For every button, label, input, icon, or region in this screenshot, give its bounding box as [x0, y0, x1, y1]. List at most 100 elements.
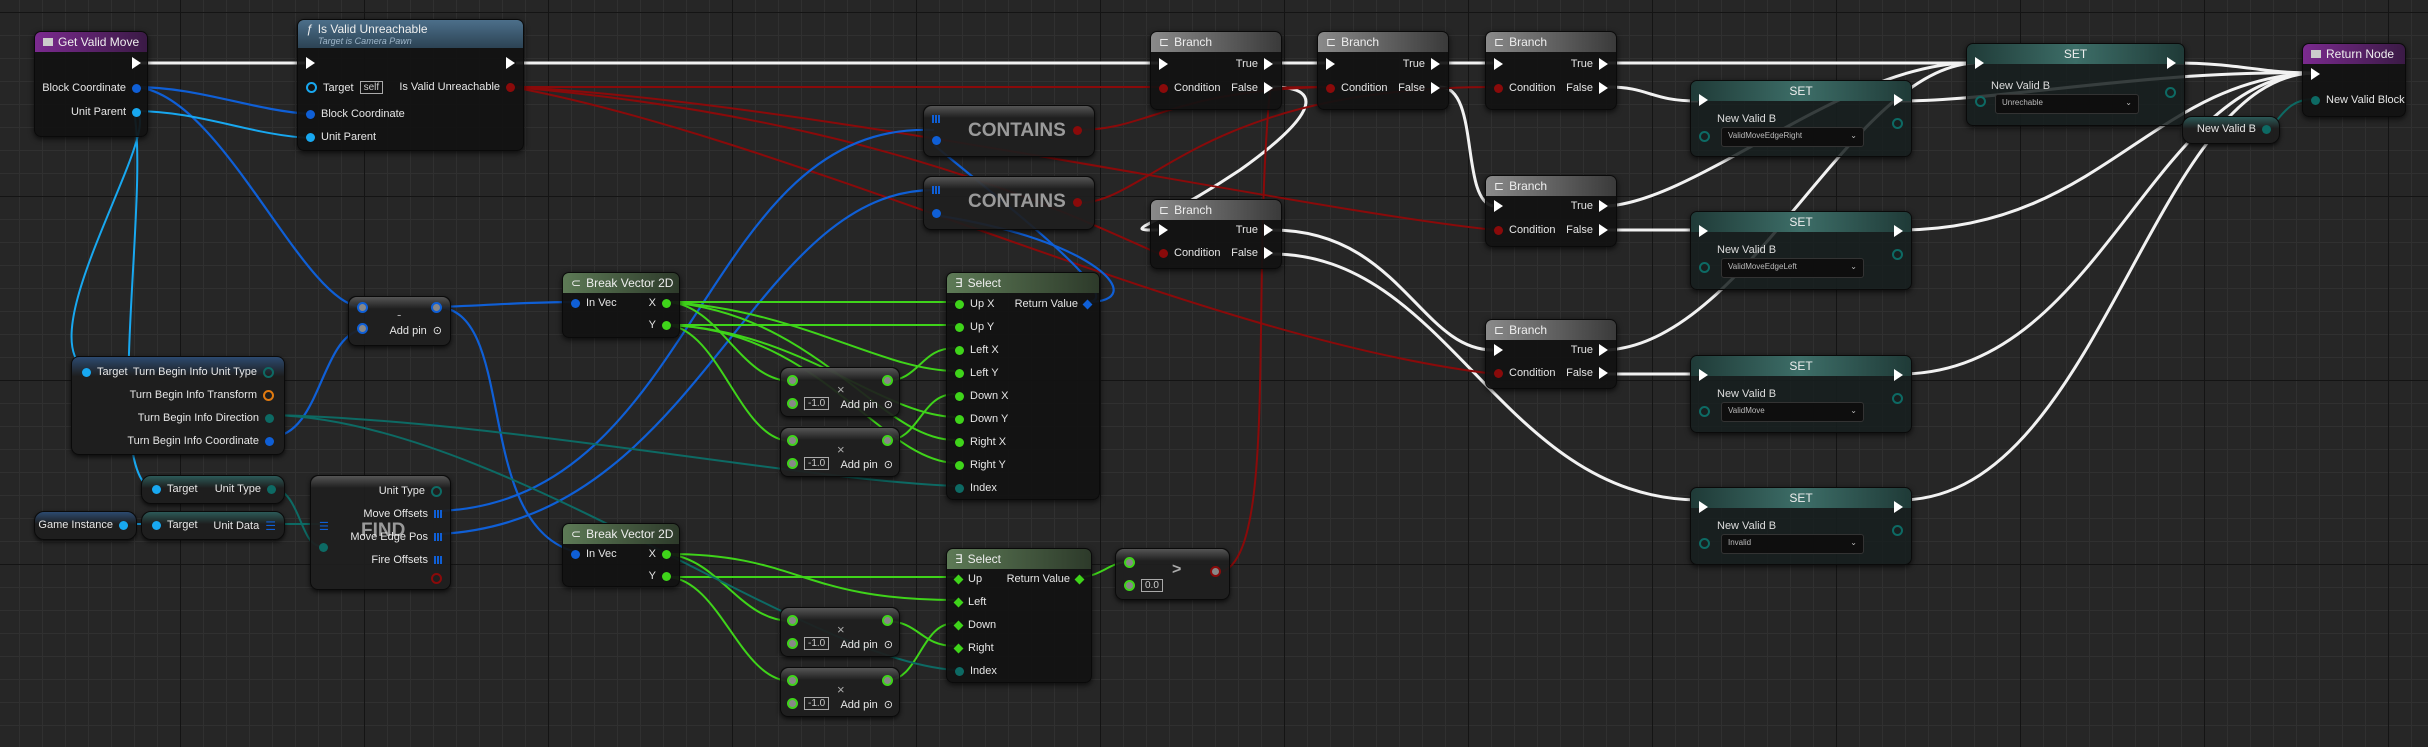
- set-input-pin[interactable]: [932, 115, 940, 123]
- result-output-pin[interactable]: [882, 615, 893, 626]
- exec-in-pin[interactable]: [1326, 58, 1335, 70]
- true-pin[interactable]: True: [1571, 344, 1608, 356]
- set-input-pin[interactable]: [932, 186, 940, 194]
- value-input-pin[interactable]: [1699, 131, 1710, 142]
- multiply-node[interactable]: -1.0 × Add pin⊙: [780, 367, 900, 417]
- exec-out-pin[interactable]: [1894, 501, 1903, 513]
- add-pin-button[interactable]: Add pin⊙: [840, 638, 893, 652]
- exec-out-pin[interactable]: [132, 57, 141, 69]
- multiply-node[interactable]: -1.0 × Add pin⊙: [780, 667, 900, 717]
- b-input-pin[interactable]: -1.0: [787, 457, 830, 470]
- b-input-pin[interactable]: -1.0: [787, 637, 830, 650]
- false-pin[interactable]: False: [1231, 82, 1273, 94]
- b-value-field[interactable]: -1.0: [804, 457, 830, 470]
- new-valid-b-getter-node[interactable]: New Valid B: [2182, 116, 2280, 144]
- b-value-field[interactable]: -1.0: [804, 637, 830, 650]
- a-input-pin[interactable]: [1124, 557, 1135, 568]
- transform-output-pin[interactable]: Turn Begin Info Transform: [130, 389, 274, 401]
- break-vector-2d-node[interactable]: ⊂Break Vector 2D In Vec X Y: [562, 523, 680, 587]
- key-input-pin[interactable]: [319, 543, 328, 552]
- exec-in-pin[interactable]: [1699, 94, 1708, 106]
- branch-node[interactable]: ⊏Branch Condition True False: [1485, 31, 1617, 110]
- b-value-field[interactable]: -1.0: [804, 397, 830, 410]
- move-offsets-output-pin[interactable]: Move Offsets: [363, 508, 442, 520]
- true-pin[interactable]: True: [1571, 200, 1608, 212]
- a-input-pin[interactable]: [357, 302, 368, 313]
- b-value-field[interactable]: 0.0: [1141, 579, 1163, 592]
- exec-in-pin[interactable]: [1975, 57, 1984, 69]
- false-pin[interactable]: False: [1566, 367, 1608, 379]
- branch-node[interactable]: ⊏Branch Condition True False: [1150, 199, 1282, 269]
- target-value-field[interactable]: self: [359, 81, 384, 94]
- branch-node[interactable]: ⊏Branch Condition True False: [1485, 319, 1617, 389]
- result-output-pin[interactable]: [1073, 198, 1082, 207]
- result-output-pin[interactable]: [1210, 566, 1221, 577]
- true-pin[interactable]: True: [1236, 224, 1273, 236]
- condition-pin[interactable]: Condition: [1494, 82, 1555, 94]
- x-output-pin[interactable]: X: [649, 548, 671, 560]
- exec-in-pin[interactable]: [1699, 369, 1708, 381]
- game-instance-node[interactable]: Game Instance: [34, 511, 137, 540]
- down-y-pin[interactable]: Down Y: [955, 413, 1008, 425]
- a-input-pin[interactable]: [787, 435, 798, 446]
- unit-type-output-pin[interactable]: Unit Type: [215, 483, 276, 495]
- a-input-pin[interactable]: [787, 615, 798, 626]
- exec-out-pin[interactable]: [1894, 225, 1903, 237]
- left-x-pin[interactable]: Left X: [955, 344, 999, 356]
- right-pin[interactable]: Right: [953, 642, 994, 654]
- value-input-pin[interactable]: [1699, 262, 1710, 273]
- value-dropdown[interactable]: ValidMoveEdgeLeft⌄: [1721, 258, 1864, 278]
- is-valid-unreachable-output-pin[interactable]: Is Valid Unreachable: [399, 81, 515, 93]
- target-pin[interactable]: Target: [152, 483, 198, 495]
- up-y-pin[interactable]: Up Y: [955, 321, 994, 333]
- false-pin[interactable]: False: [1398, 82, 1440, 94]
- in-vec-pin[interactable]: In Vec: [571, 548, 617, 560]
- multiply-node[interactable]: -1.0 × Add pin⊙: [780, 427, 900, 477]
- block-coordinate-input-pin[interactable]: Block Coordinate: [306, 108, 405, 120]
- block-coordinate-pin[interactable]: Block Coordinate: [42, 82, 141, 94]
- exec-out-pin[interactable]: [1894, 369, 1903, 381]
- unit-data-getter-node[interactable]: Target Unit Data☰: [141, 511, 285, 540]
- branch-node[interactable]: ⊏Branch Condition True False: [1485, 175, 1617, 247]
- condition-pin[interactable]: Condition: [1494, 224, 1555, 236]
- value-output-pin[interactable]: [1892, 525, 1903, 536]
- a-input-pin[interactable]: [787, 675, 798, 686]
- multiply-node[interactable]: -1.0 × Add pin⊙: [780, 607, 900, 657]
- add-pin-button[interactable]: Add pin⊙: [840, 398, 893, 412]
- right-y-pin[interactable]: Right Y: [955, 459, 1006, 471]
- exec-in-pin[interactable]: [1699, 225, 1708, 237]
- set-variable-node[interactable]: SET New Valid B Invalid⌄: [1690, 487, 1912, 565]
- true-pin[interactable]: True: [1571, 58, 1608, 70]
- result-output-pin[interactable]: [431, 302, 442, 313]
- greater-than-node[interactable]: 0.0 >: [1115, 548, 1230, 600]
- b-input-pin[interactable]: [357, 323, 368, 334]
- b-input-pin[interactable]: -1.0: [787, 697, 830, 710]
- left-pin[interactable]: Left: [953, 596, 986, 608]
- branch-node[interactable]: ⊏Branch Condition True False: [1150, 31, 1282, 110]
- move-edge-pos-output-pin[interactable]: Move Edge Pos: [350, 531, 442, 543]
- condition-pin[interactable]: Condition: [1494, 367, 1555, 379]
- true-pin[interactable]: True: [1403, 58, 1440, 70]
- down-x-pin[interactable]: Down X: [955, 390, 1009, 402]
- exec-in-pin[interactable]: [1159, 58, 1168, 70]
- return-node[interactable]: Return Node New Valid Block: [2302, 43, 2406, 117]
- return-value-pin[interactable]: Return Value: [1007, 573, 1085, 585]
- value-input-pin[interactable]: [1699, 406, 1710, 417]
- function-entry-node[interactable]: Get Valid Move Block Coordinate Unit Par…: [34, 31, 148, 137]
- false-pin[interactable]: False: [1566, 224, 1608, 236]
- exec-in-pin[interactable]: [1494, 344, 1503, 356]
- contains-node[interactable]: CONTAINS: [923, 176, 1095, 230]
- down-pin[interactable]: Down: [953, 619, 996, 631]
- find-node[interactable]: FIND ☰ Unit Type Move Offsets Move Edge …: [310, 475, 451, 590]
- target-pin[interactable]: Target: [82, 366, 128, 378]
- found-output-pin[interactable]: [431, 573, 442, 584]
- set-variable-node[interactable]: SET New Valid B ValidMoveEdgeRight⌄: [1690, 80, 1912, 157]
- add-pin-button[interactable]: Add pin⊙: [840, 458, 893, 472]
- index-pin[interactable]: Index: [955, 482, 997, 494]
- condition-pin[interactable]: Condition: [1159, 247, 1220, 259]
- in-vec-pin[interactable]: In Vec: [571, 297, 617, 309]
- condition-pin[interactable]: Condition: [1326, 82, 1387, 94]
- return-value-pin[interactable]: Return Value: [1015, 298, 1093, 310]
- up-x-pin[interactable]: Up X: [955, 298, 994, 310]
